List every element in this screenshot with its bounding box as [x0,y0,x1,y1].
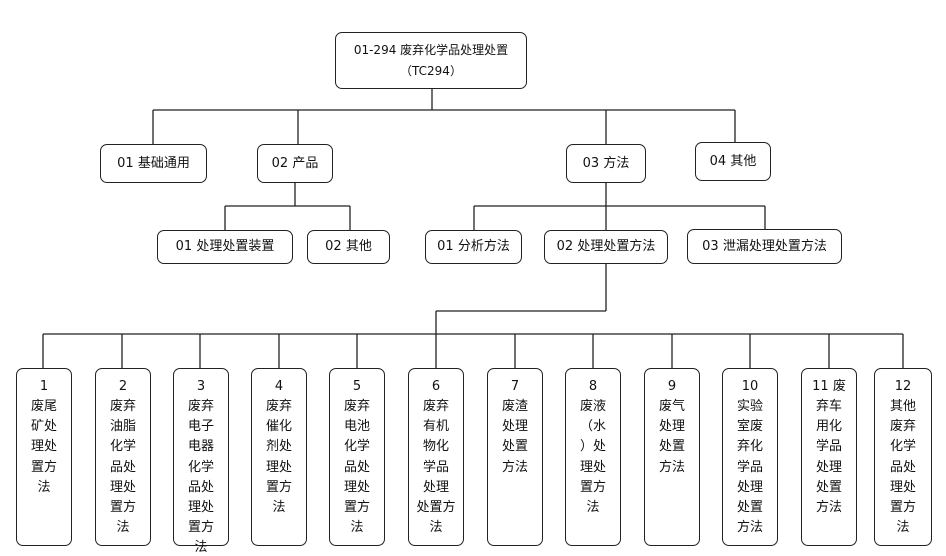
leaf-label: 9 废气 处理 处置 方法 [658,379,685,475]
node-disposal-device: 01 处理处置装置 [157,230,293,264]
leaf-node-07: 7 废渣 处理 处置 方法 [487,368,543,546]
node-method: 03 方法 [566,144,646,183]
leaf-node-08: 8 废液 （水 ）处 理处 置方 法 [565,368,621,546]
node-label: 01 基础通用 [117,155,190,171]
node-label: 02 处理处置方法 [556,239,656,255]
root-node: 01-294 废弃化学品处理处置 （TC294） [335,32,527,89]
node-label: 03 泄漏处理处置方法 [702,238,827,254]
leaf-label: 5 废弃 电池 化学 品处 理处 置方 法 [343,379,370,535]
node-label: 02 其他 [325,239,372,255]
leaf-node-03: 3 废弃 电子 电器 化学 品处 理处 置方 法 [173,368,229,555]
leaf-node-02: 2 废弃 油脂 化学 品处 理处 置方 法 [95,368,151,546]
leaf-label: 2 废弃 油脂 化学 品处 理处 置方 法 [109,379,136,535]
leaf-node-12: 12 其他 废弃 化学 品处 理处 置方 法 [874,368,932,546]
leaf-label: 11 废 弃车 用化 学品 处理 处置 方法 [812,379,846,515]
node-label: 01 处理处置装置 [175,239,275,255]
leaf-node-11: 11 废 弃车 用化 学品 处理 处置 方法 [801,368,857,546]
root-title: 01-294 废弃化学品处理处置 [353,43,509,58]
leaf-node-06: 6 废弃 有机 物化 学品 处理 处置方 法 [408,368,464,546]
leaf-label: 12 其他 废弃 化学 品处 理处 置方 法 [889,379,916,535]
node-disposal-method: 02 处理处置方法 [544,230,668,264]
node-analysis-method: 01 分析方法 [425,230,522,264]
leaf-node-09: 9 废气 处理 处置 方法 [644,368,700,546]
leaf-label: 7 废渣 处理 处置 方法 [501,379,528,475]
leaf-label: 4 废弃 催化 剂处 理处 置方 法 [265,379,292,515]
node-leak-disposal-method: 03 泄漏处理处置方法 [687,229,842,264]
node-product-other: 02 其他 [307,230,390,264]
leaf-label: 8 废液 （水 ）处 理处 置方 法 [579,379,606,515]
node-product: 02 产品 [257,144,333,183]
leaf-node-04: 4 废弃 催化 剂处 理处 置方 法 [251,368,307,546]
leaf-node-01: 1 废尾 矿处 理处 置方 法 [16,368,72,546]
node-label: 02 产品 [271,155,319,171]
leaf-label: 1 废尾 矿处 理处 置方 法 [30,379,57,495]
node-basic-general: 01 基础通用 [100,144,207,183]
node-label: 04 其他 [709,153,757,169]
leaf-node-10: 10 实验 室废 弃化 学品 处理 处置 方法 [722,368,778,546]
node-label: 03 方法 [582,155,630,171]
node-label: 01 分析方法 [437,239,510,255]
leaf-label: 3 废弃 电子 电器 化学 品处 理处 置方 法 [187,379,214,556]
leaf-label: 6 废弃 有机 物化 学品 处理 处置方 法 [416,379,456,535]
leaf-node-05: 5 废弃 电池 化学 品处 理处 置方 法 [329,368,385,546]
root-code: （TC294） [400,63,462,78]
node-other: 04 其他 [695,142,771,181]
leaf-label: 10 实验 室废 弃化 学品 处理 处置 方法 [736,379,763,535]
